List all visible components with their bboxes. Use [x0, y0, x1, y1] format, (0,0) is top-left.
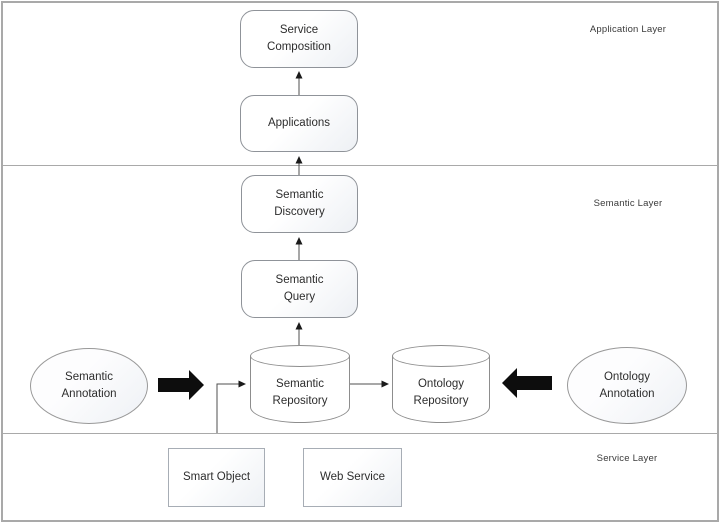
node-ontology-annotation: Ontology Annotation	[567, 347, 687, 424]
layer-separator-semantic-service	[1, 433, 719, 434]
layer-label-semantic: Semantic Layer	[593, 198, 663, 209]
block-arrow-semantic-annotation-to-semantic-repository	[158, 370, 204, 400]
node-label-service-composition: Service Composition	[267, 24, 331, 53]
arrow-smart-object-to-semantic-repository	[216, 380, 246, 433]
node-service-composition: Service Composition	[240, 10, 358, 68]
node-label-ontology-repository: Ontology Repository	[413, 378, 469, 407]
node-label-semantic-annotation: Semantic Annotation	[61, 371, 117, 400]
node-web-service: Web Service	[303, 448, 402, 507]
node-semantic-annotation: Semantic Annotation	[30, 348, 148, 424]
node-semantic-repository: Semantic Repository	[250, 345, 350, 423]
node-semantic-discovery: Semantic Discovery	[241, 175, 358, 233]
block-arrow-ontology-annotation-to-ontology-repository	[502, 368, 552, 398]
layer-label-application: Application Layer	[589, 24, 667, 35]
node-label-applications: Applications	[267, 117, 330, 130]
cylinder-body-ontology-repository	[392, 356, 490, 423]
cylinder-top-ontology-repository	[392, 345, 490, 367]
node-label-semantic-discovery: Semantic Discovery	[274, 189, 325, 218]
node-semantic-query: Semantic Query	[241, 260, 358, 318]
node-ontology-repository: Ontology Repository	[392, 345, 490, 423]
node-label-semantic-repository: Semantic Repository	[272, 378, 328, 407]
node-label-semantic-query: Semantic Query	[275, 274, 324, 303]
layer-label-service: Service Layer	[596, 453, 658, 464]
cylinder-body-semantic-repository	[250, 356, 350, 423]
node-label-smart-object: Smart Object	[182, 471, 251, 484]
cylinder-top-semantic-repository	[250, 345, 350, 367]
node-applications: Applications	[240, 95, 358, 152]
node-label-ontology-annotation: Ontology Annotation	[599, 370, 655, 400]
node-smart-object: Smart Object	[168, 448, 265, 507]
layer-separator-application-semantic	[1, 165, 719, 166]
node-label-web-service: Web Service	[320, 471, 385, 484]
